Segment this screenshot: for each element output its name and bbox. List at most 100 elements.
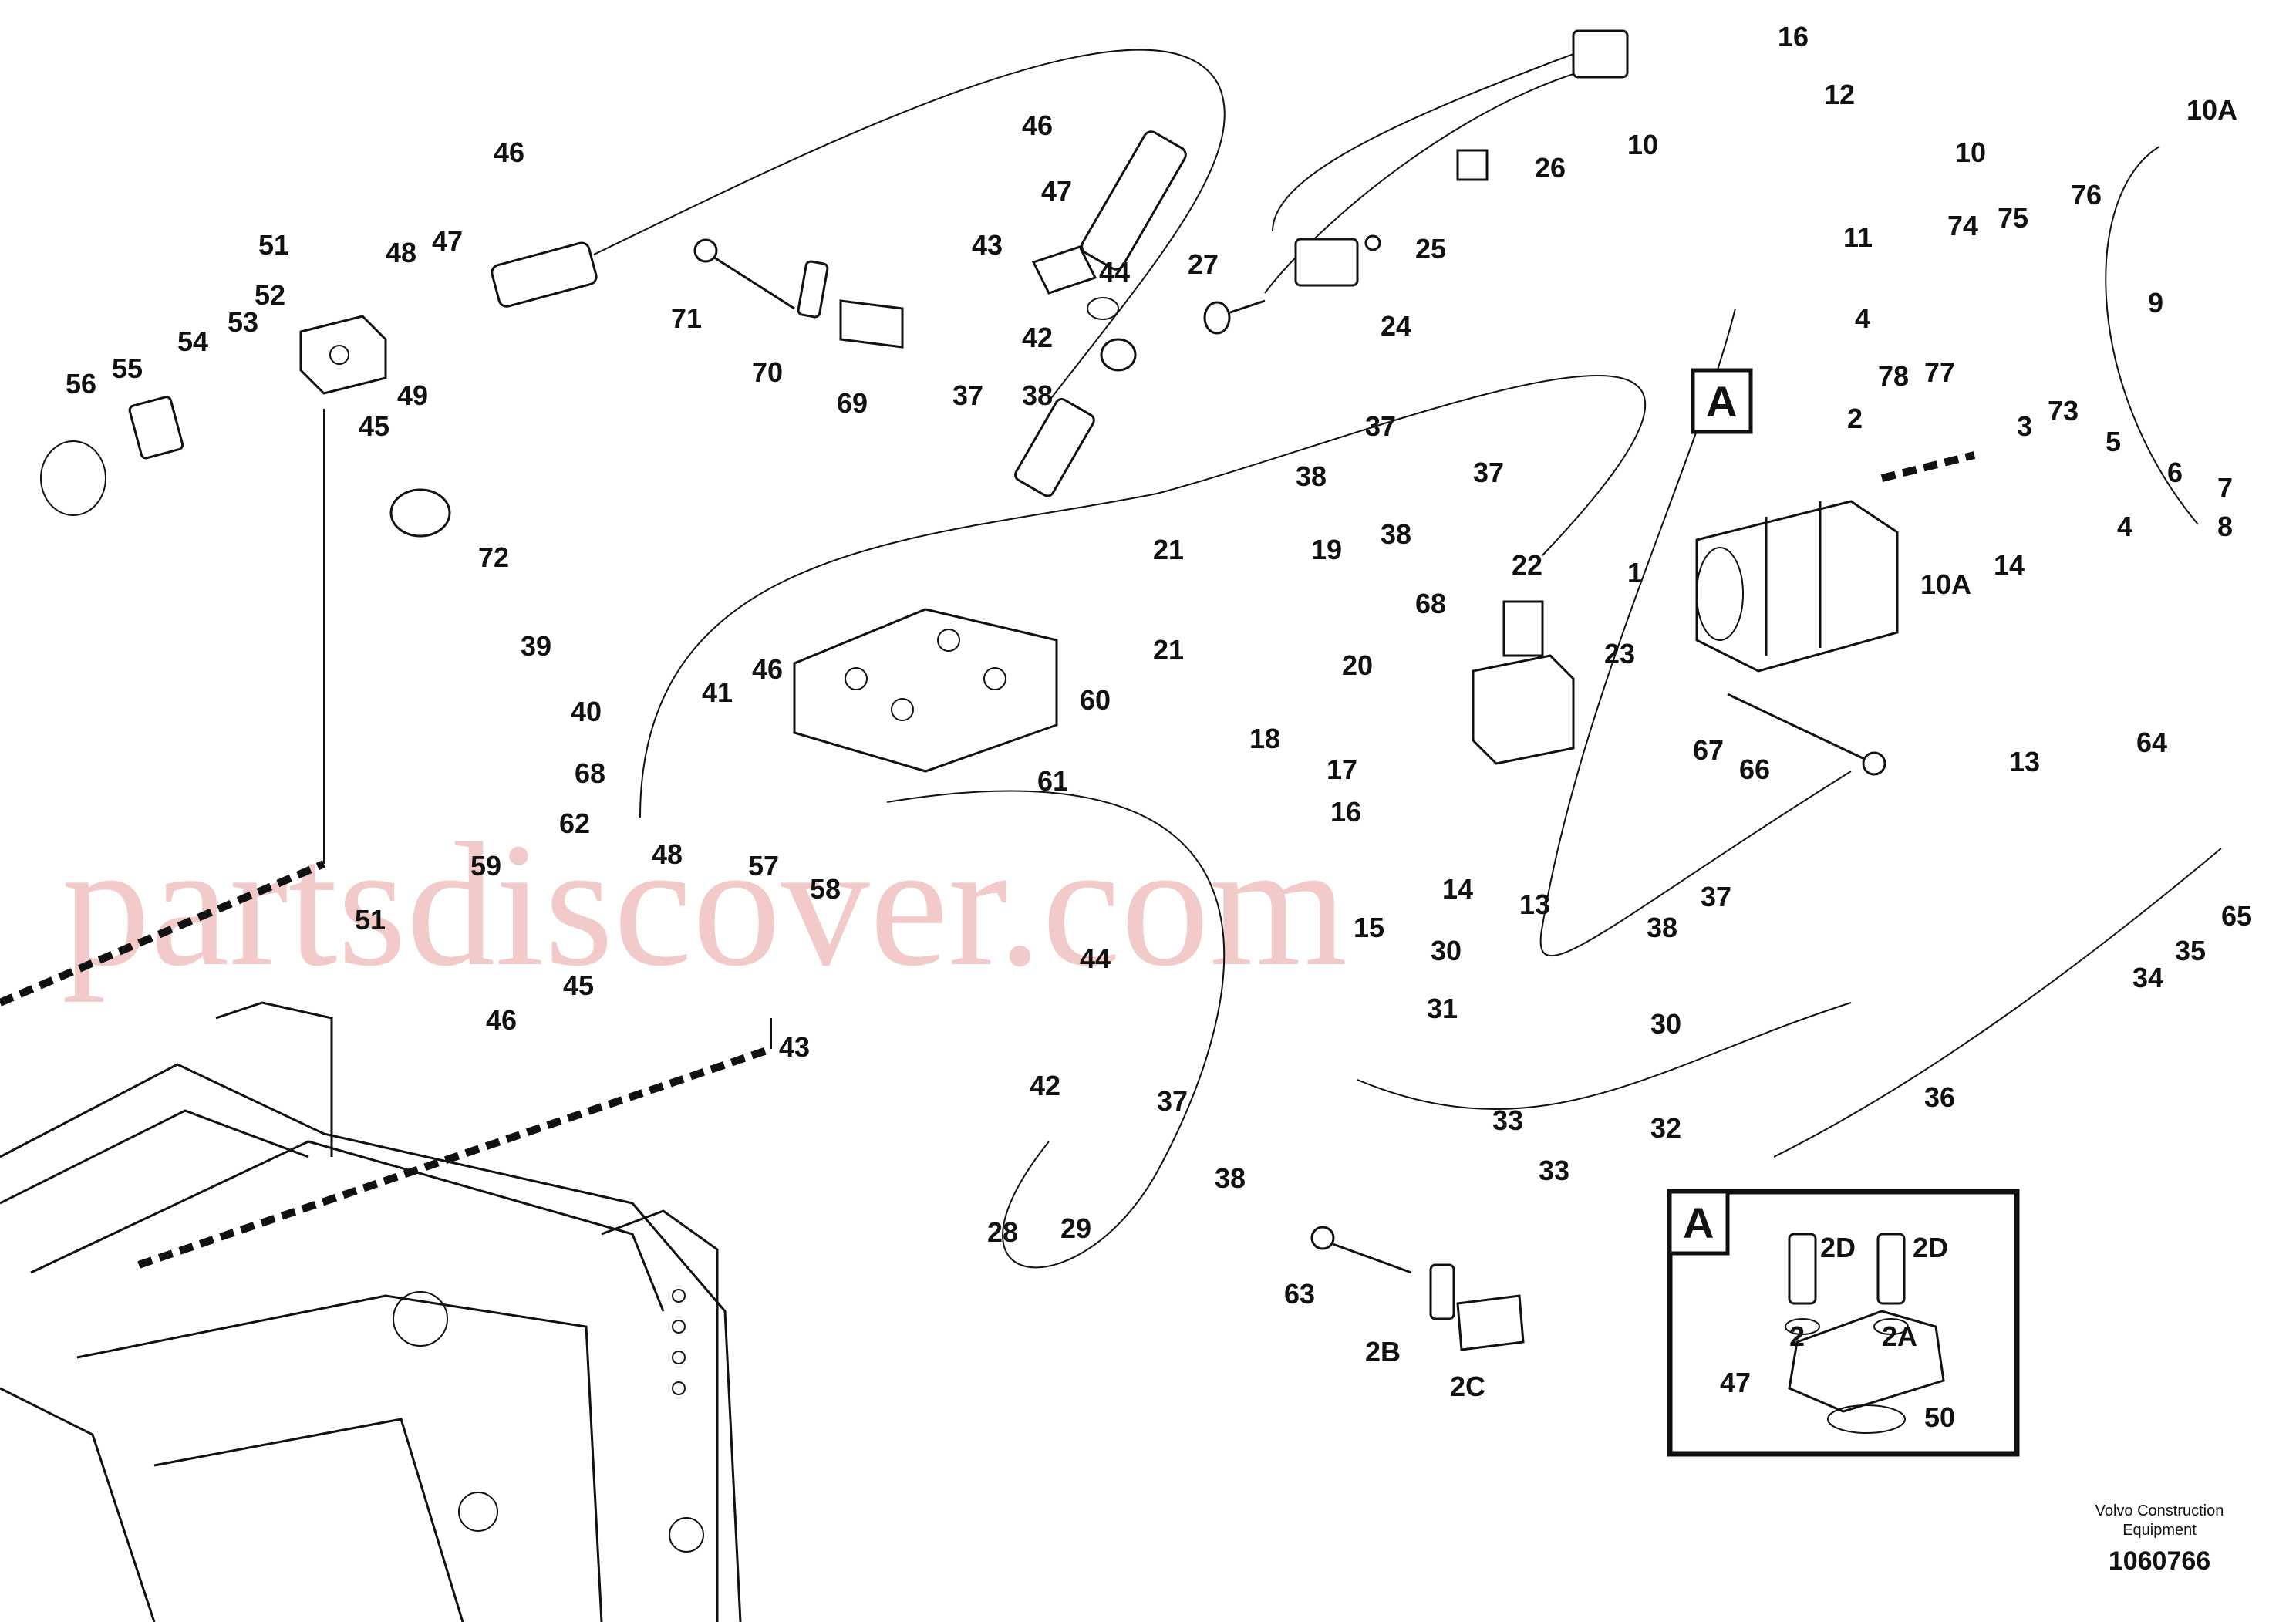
callout: 57 bbox=[748, 850, 779, 882]
callout: 75 bbox=[1998, 202, 2028, 234]
callout: 72 bbox=[478, 541, 509, 573]
callout: 2B bbox=[1365, 1336, 1401, 1367]
callout: 46 bbox=[494, 137, 524, 168]
callout: 23 bbox=[1604, 638, 1635, 669]
callout: 41 bbox=[702, 676, 733, 708]
callout: 37 bbox=[1701, 881, 1731, 912]
callout: 48 bbox=[652, 838, 683, 870]
callout: 3 bbox=[2017, 410, 2032, 442]
callout: 29 bbox=[1060, 1212, 1091, 1244]
credit-line2: Equipment bbox=[2122, 1522, 2197, 1539]
callout: 5 bbox=[2106, 426, 2121, 457]
callout: 52 bbox=[255, 279, 285, 311]
callout: 18 bbox=[1249, 723, 1280, 754]
callout: 46 bbox=[486, 1004, 517, 1036]
callout: 74 bbox=[1947, 210, 1978, 241]
callout: 42 bbox=[1022, 322, 1053, 353]
callout: 67 bbox=[1693, 734, 1724, 766]
callout: 58 bbox=[810, 873, 841, 905]
callout: 10 bbox=[1955, 137, 1986, 168]
callout: 24 bbox=[1381, 310, 1411, 342]
callout: 68 bbox=[575, 757, 605, 789]
callout: 68 bbox=[1415, 588, 1446, 619]
callout: 1 bbox=[1627, 557, 1643, 588]
callout: 4 bbox=[2117, 511, 2132, 542]
callout: 56 bbox=[66, 368, 96, 400]
callout: 51 bbox=[355, 904, 386, 936]
callout: 78 bbox=[1878, 360, 1909, 392]
callout: 36 bbox=[1924, 1081, 1955, 1113]
callout: 14 bbox=[1994, 549, 2025, 581]
callout: 61 bbox=[1037, 765, 1068, 797]
callout: 76 bbox=[2071, 179, 2102, 211]
callout-labels: 46 51 52 53 54 55 56 45 49 48 47 71 70 6… bbox=[66, 21, 2252, 1433]
callout: 30 bbox=[1431, 935, 1462, 966]
callout: 33 bbox=[1492, 1104, 1523, 1136]
callout: 43 bbox=[972, 229, 1003, 261]
callout: 20 bbox=[1342, 649, 1373, 681]
callout: 21 bbox=[1153, 534, 1184, 565]
callout: 44 bbox=[1080, 943, 1111, 974]
callout: 47 bbox=[1041, 175, 1072, 207]
callout: 51 bbox=[258, 229, 289, 261]
callout: 16 bbox=[1778, 21, 1809, 52]
callout: 54 bbox=[177, 325, 208, 357]
callout: 66 bbox=[1739, 754, 1770, 785]
callout: 37 bbox=[1157, 1085, 1188, 1117]
callout: 2 bbox=[1789, 1320, 1805, 1352]
callout: 35 bbox=[2175, 935, 2206, 966]
callout: 44 bbox=[1099, 256, 1130, 288]
callout: 6 bbox=[2167, 457, 2183, 488]
callout: 14 bbox=[1442, 873, 1473, 905]
detail-label: A bbox=[1683, 1199, 1714, 1247]
callout: 2D bbox=[1820, 1232, 1856, 1263]
callout: 37 bbox=[1473, 457, 1504, 488]
callout: 10A bbox=[1920, 568, 1971, 600]
callout: 48 bbox=[386, 237, 416, 268]
callout: 37 bbox=[952, 379, 983, 411]
callout: 15 bbox=[1354, 912, 1384, 943]
callout: 69 bbox=[837, 387, 868, 419]
callout: A bbox=[1706, 377, 1737, 426]
callout: 21 bbox=[1153, 634, 1184, 666]
callout: 37 bbox=[1365, 410, 1396, 442]
callout: 28 bbox=[987, 1216, 1018, 1248]
callout: 9 bbox=[2148, 287, 2163, 319]
callout: 59 bbox=[470, 850, 501, 882]
credit-line1: Volvo Construction bbox=[2095, 1502, 2224, 1519]
callout: 13 bbox=[1519, 889, 1550, 920]
callout: 45 bbox=[359, 410, 389, 442]
callout: 30 bbox=[1650, 1008, 1681, 1040]
callout: 60 bbox=[1080, 684, 1111, 716]
callout: 10A bbox=[2186, 94, 2237, 126]
components bbox=[40, 29, 2020, 1457]
callout: 71 bbox=[671, 302, 702, 334]
callout: 4 bbox=[1855, 302, 1870, 334]
callout: 27 bbox=[1188, 248, 1219, 280]
callout: 46 bbox=[752, 653, 783, 685]
callout: 55 bbox=[112, 352, 143, 384]
callout: 38 bbox=[1647, 912, 1677, 943]
callout: 26 bbox=[1535, 152, 1566, 184]
callout: 2C bbox=[1450, 1371, 1485, 1402]
callout: 53 bbox=[228, 306, 258, 338]
callout: 38 bbox=[1381, 518, 1411, 550]
callout: 42 bbox=[1030, 1070, 1060, 1101]
callout: 64 bbox=[2136, 727, 2167, 758]
callout: 62 bbox=[559, 808, 590, 839]
callout: 77 bbox=[1924, 356, 1955, 388]
callout: 47 bbox=[1720, 1367, 1751, 1398]
callout: 13 bbox=[2009, 746, 2040, 777]
callout: 38 bbox=[1296, 460, 1327, 492]
callout: 38 bbox=[1022, 379, 1053, 411]
callout: 2A bbox=[1882, 1320, 1917, 1352]
doc-number: 1060766 bbox=[2109, 1546, 2210, 1576]
callout: 25 bbox=[1415, 233, 1446, 265]
callout: 12 bbox=[1824, 79, 1855, 110]
callout: 33 bbox=[1539, 1155, 1569, 1186]
callout: 63 bbox=[1284, 1278, 1315, 1310]
callout: 2 bbox=[1847, 403, 1863, 434]
callout: 40 bbox=[571, 696, 602, 727]
callout: 65 bbox=[2221, 900, 2252, 932]
